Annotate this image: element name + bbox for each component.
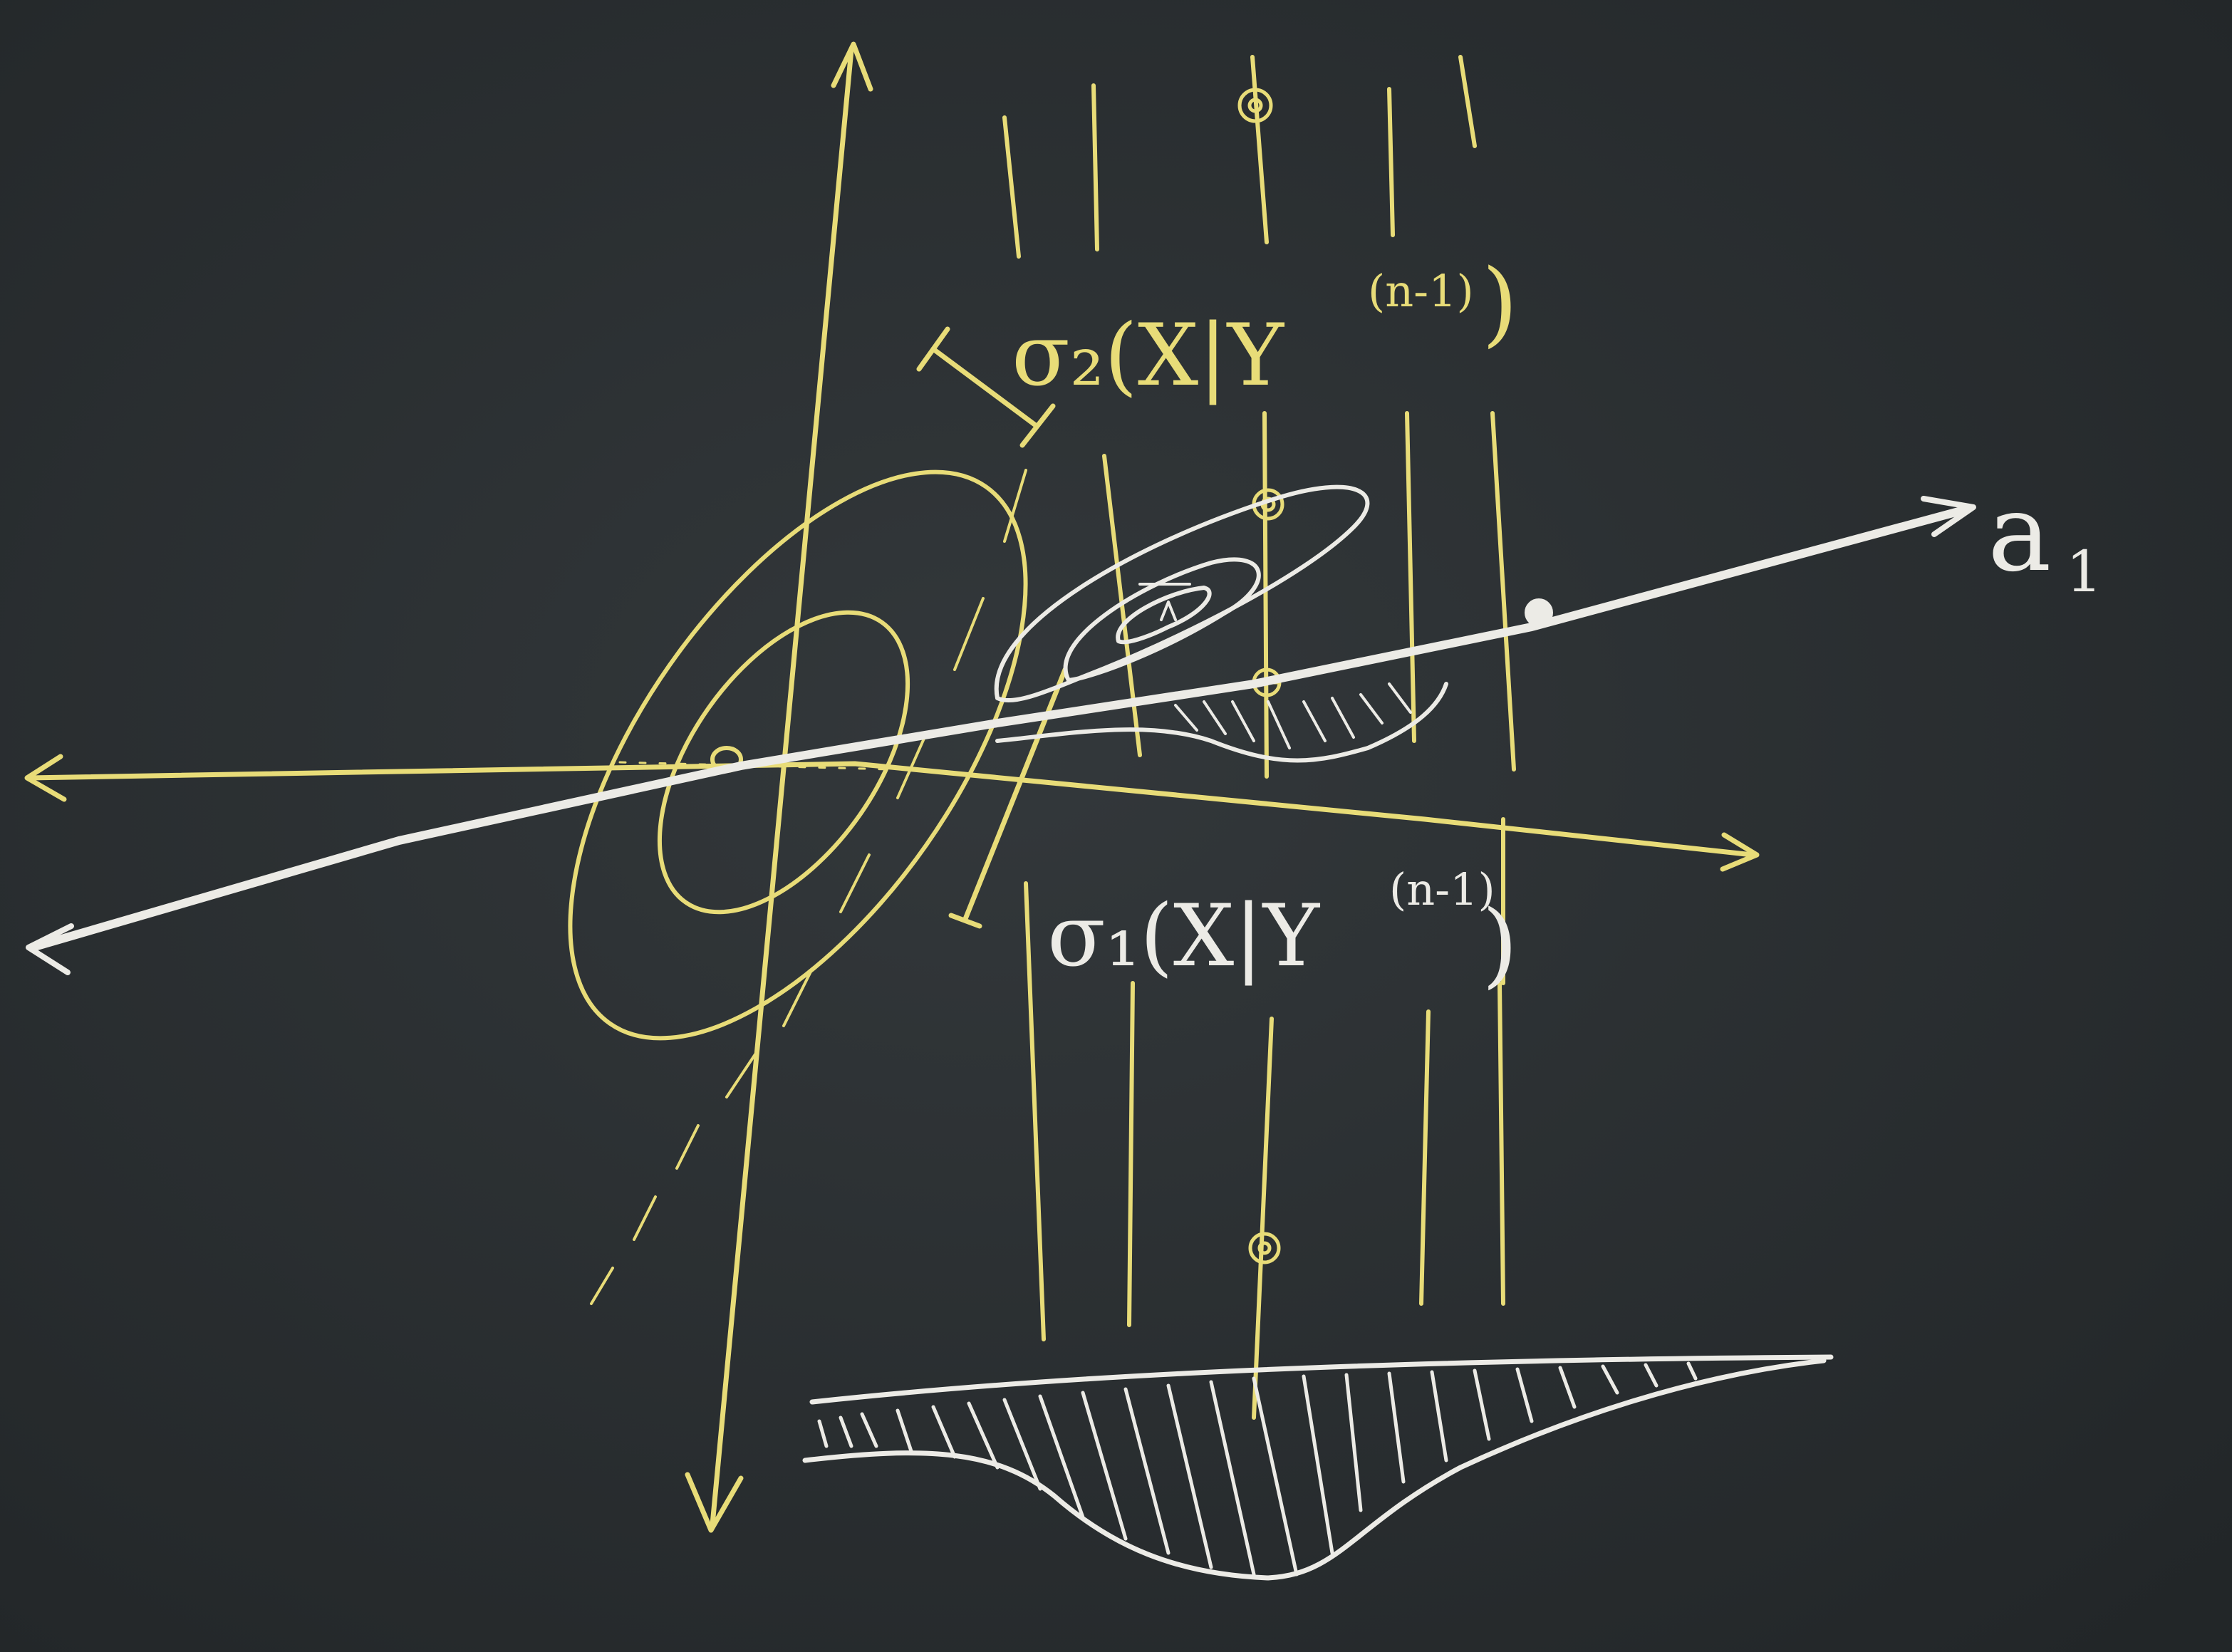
svg-text:1: 1 xyxy=(2066,539,2102,605)
sigma2-label: σ₂(X|Y (n-1) ) xyxy=(1012,249,1518,405)
svg-text:a: a xyxy=(1988,472,2051,596)
svg-text:σ₂(X|Y: σ₂(X|Y xyxy=(1012,306,1285,405)
svg-text:): ) xyxy=(1482,890,1518,998)
vertical-axis xyxy=(685,41,873,1533)
svg-text:): ) xyxy=(1482,249,1518,357)
bottom-marginal-curve xyxy=(802,1354,1834,1581)
sigma2-bracket xyxy=(916,326,1056,448)
horizontal-axis xyxy=(24,754,1760,872)
sigma1-label: σ₁(X|Y (n-1) ) xyxy=(1047,863,1518,998)
slice-point-markers xyxy=(1237,88,1284,1264)
svg-text:(n-1): (n-1) xyxy=(1389,863,1495,915)
upper-marginal-curve xyxy=(995,682,1448,763)
svg-text:σ₁(X|Y: σ₁(X|Y xyxy=(1047,887,1321,986)
prior-contour-ellipses xyxy=(568,469,1028,1305)
svg-text:(n-1): (n-1) xyxy=(1368,265,1474,317)
principal-axis-a1 xyxy=(26,496,1976,975)
axis-a1-label: a 1 xyxy=(1988,472,2102,605)
posterior-contour-ellipses xyxy=(994,484,1370,703)
